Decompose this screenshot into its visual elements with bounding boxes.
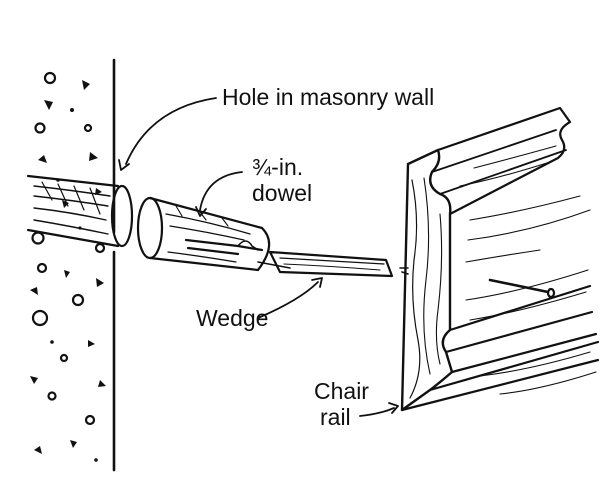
wedge-piece <box>268 250 409 278</box>
label-dowel: dowel <box>252 180 313 206</box>
dowel-piece <box>136 196 291 272</box>
label-hole-in-masonry-wall: Hole in masonry wall <box>222 84 435 110</box>
wall-speckles <box>30 80 106 462</box>
label-chair: Chair <box>314 378 369 404</box>
label-dowel-size: ¾-in. <box>252 154 304 180</box>
label-wedge: Wedge <box>196 305 269 331</box>
dowel-in-hole <box>26 174 134 248</box>
chair-rail <box>400 106 600 412</box>
masonry-wall <box>31 58 116 472</box>
label-rail: rail <box>320 404 351 430</box>
leader-lines <box>118 97 399 417</box>
